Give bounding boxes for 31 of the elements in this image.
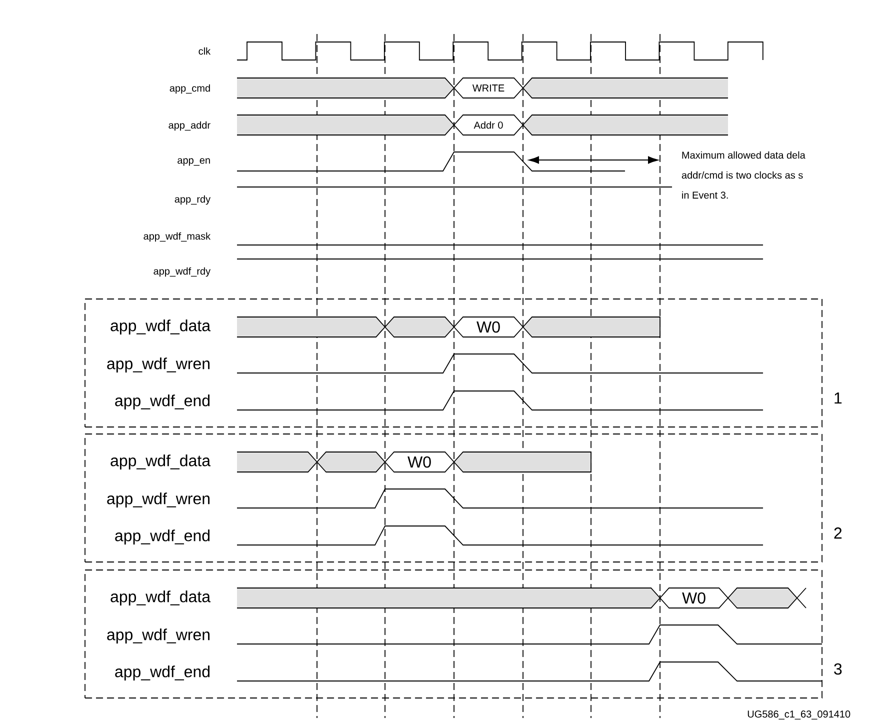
signal-name: app_wdf_end (115, 394, 210, 410)
signal-name: app_wdf_wren (107, 358, 210, 372)
annotation-text: in Event 3. (682, 191, 728, 199)
signal-name: app_wdf_wren (107, 628, 210, 644)
signal-name: app_en (178, 158, 210, 166)
bus-value: WRITE (472, 84, 504, 92)
dashed-box (84, 570, 822, 698)
annotation-text: addr/cmd is two clocks as s (682, 171, 803, 179)
signal-name: app_wdf_data (110, 454, 211, 470)
signal-name: app_wdf_end (115, 530, 210, 544)
figure-id: UG586_c1_63_091410 (748, 710, 850, 720)
bus-value: W0 (408, 456, 431, 468)
signal-name: clk (198, 47, 211, 55)
signal-name: app_addr (168, 121, 210, 131)
signal-name: app_rdy (174, 195, 211, 205)
bus-value: Addr 0 (474, 121, 503, 129)
signal-name: app_wdf_mask (144, 232, 211, 242)
signal-name: app_wdf_end (115, 666, 210, 680)
event-number: 2 (834, 527, 842, 539)
signal-name: app_wdf_wren (107, 492, 210, 508)
annotation-text: Maximum allowed data dela (682, 151, 806, 159)
dashed-box (84, 434, 822, 562)
signal-name: app_wdf_data (110, 320, 211, 334)
signal-name: app_cmd (170, 84, 210, 94)
signal-name: app_wdf_data (110, 590, 211, 606)
event-number: 3 (834, 663, 842, 675)
bus-value: W0 (476, 321, 500, 333)
event-number: 1 (834, 392, 842, 404)
dashed-box (84, 298, 822, 428)
bus-value: W0 (682, 592, 706, 604)
signal-name: app_wdf_rdy (154, 267, 211, 277)
